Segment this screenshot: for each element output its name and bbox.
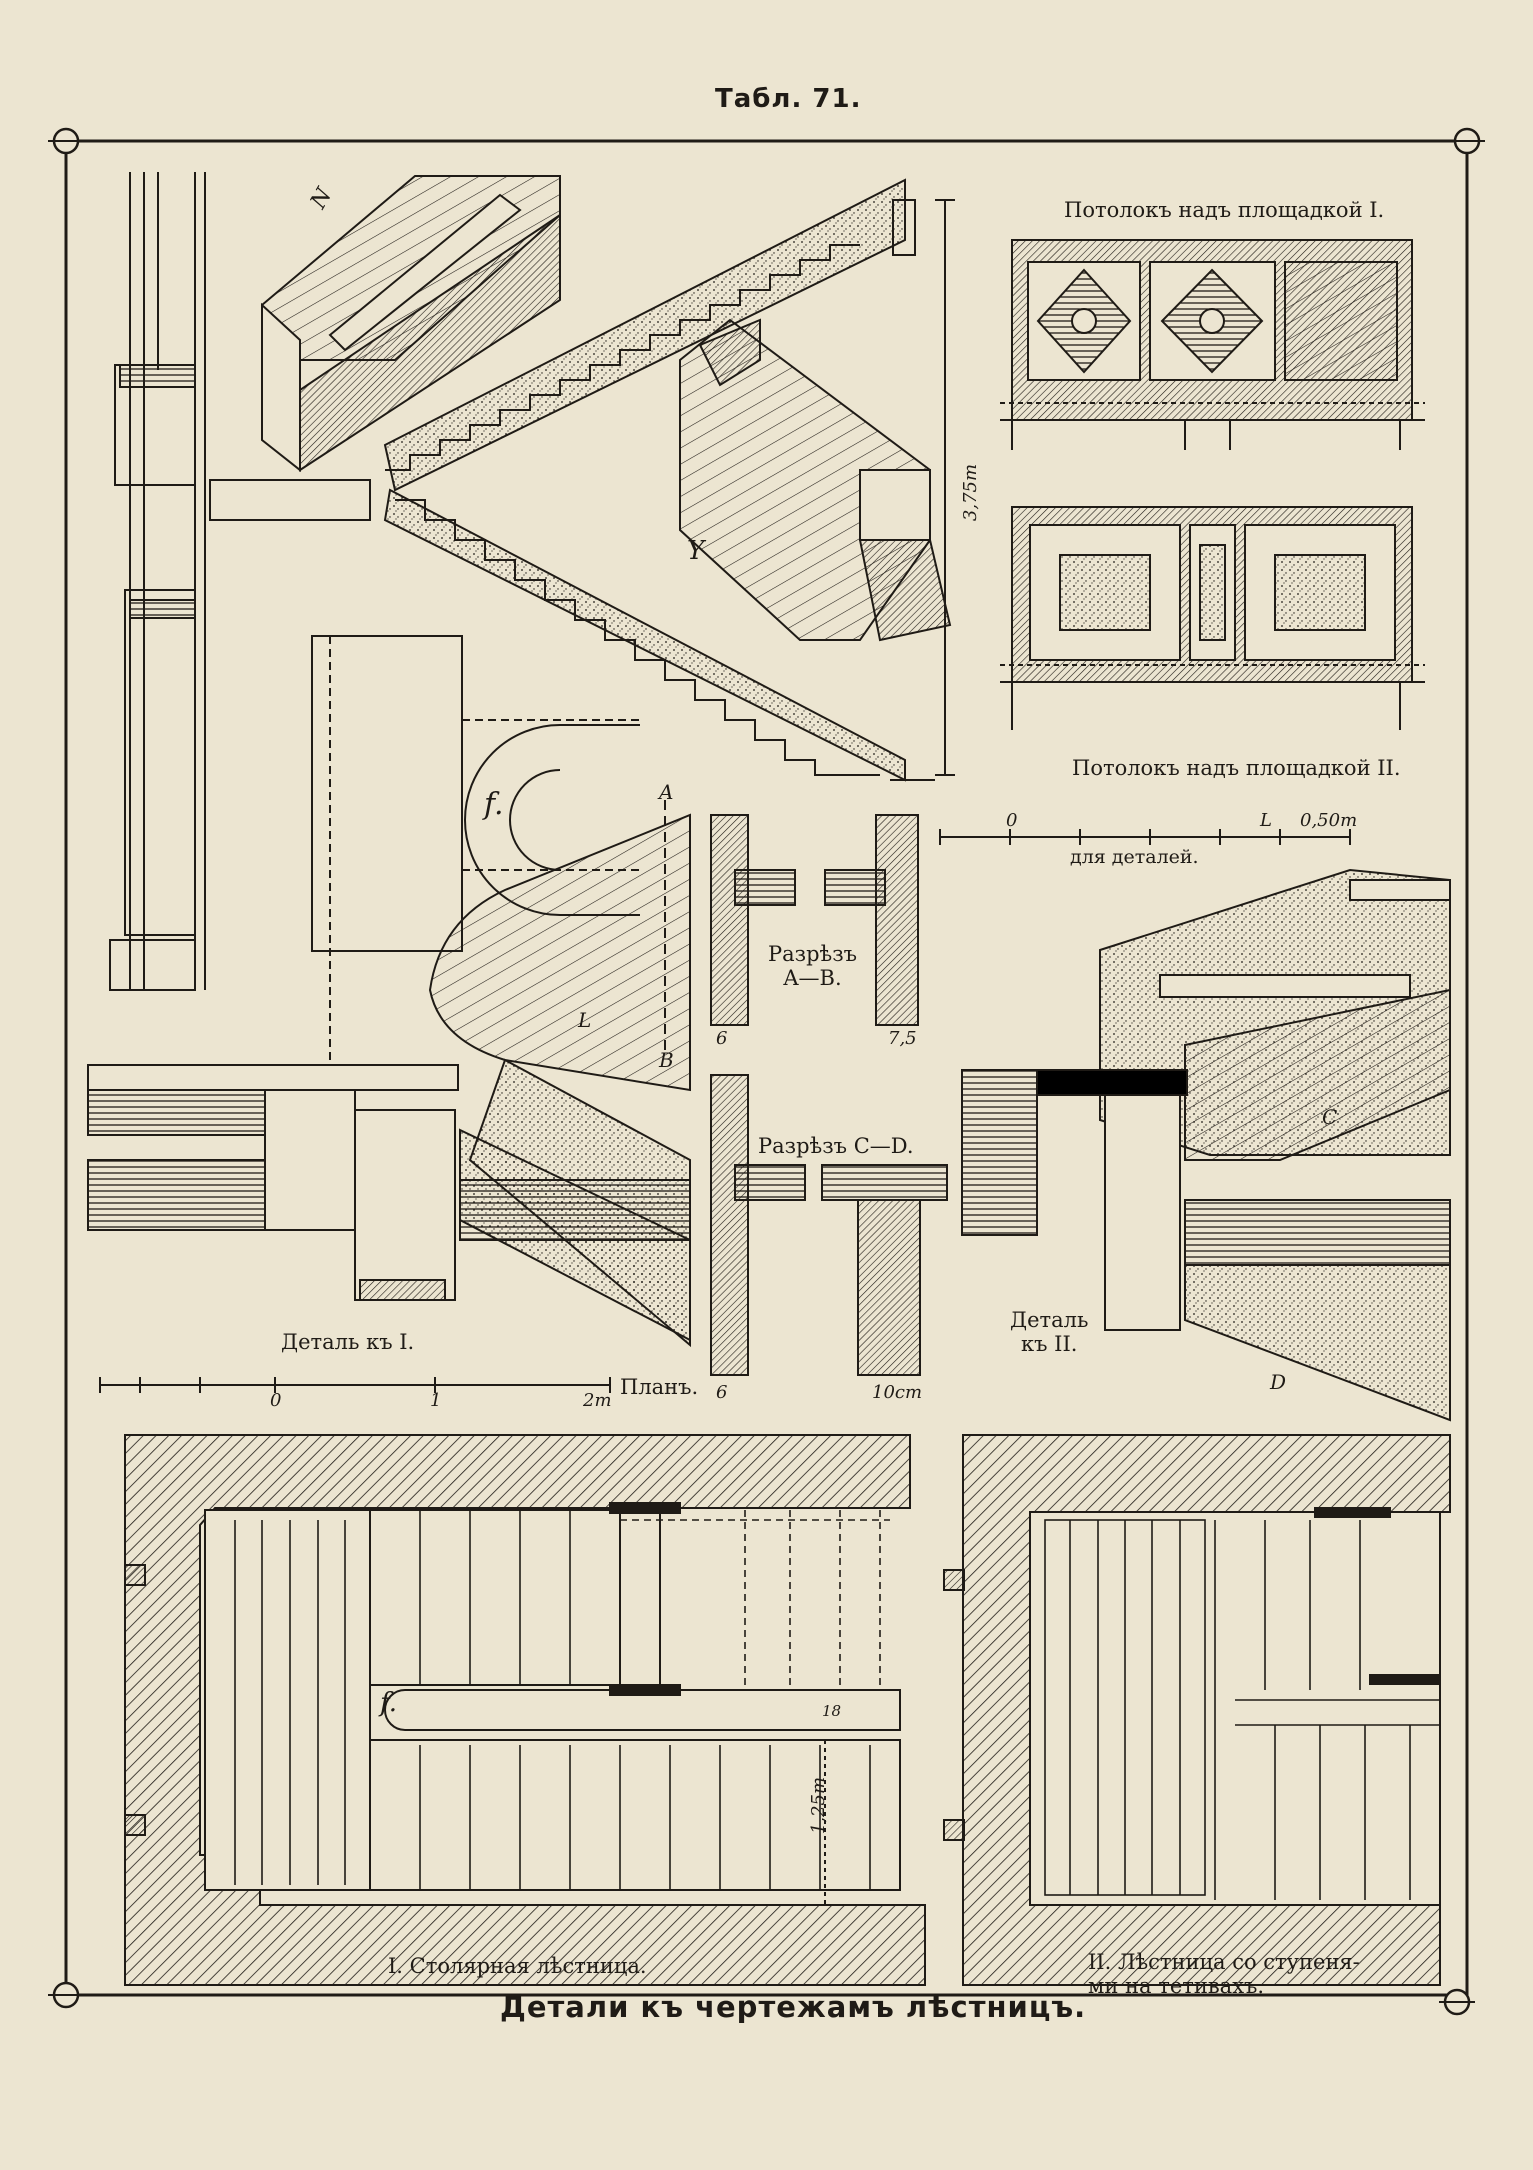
label-section-cd: Разрѣзъ C—D. <box>758 1134 914 1158</box>
mark-f-top: f. <box>484 787 504 822</box>
mark-a: A <box>659 780 674 804</box>
dim-ab-left: 6 <box>716 1028 728 1049</box>
stair-flight-upper <box>209 178 955 782</box>
detail-2 <box>961 868 1451 1422</box>
label-plan: Планъ. <box>620 1375 699 1399</box>
mark-b: B <box>659 1048 674 1072</box>
plan-scale-1: 1 <box>430 1390 442 1411</box>
label-stair-2: II. Лѣстница со ступеня- ми на тетивахъ. <box>1088 1950 1360 1998</box>
mark-c: C <box>1322 1105 1338 1129</box>
plate-border <box>48 127 1485 2016</box>
mark-d: D <box>1270 1370 1287 1394</box>
dim-cd-left: 6 <box>716 1382 728 1403</box>
label-ceiling-1: Потолокъ надъ площадкой I. <box>1064 198 1385 222</box>
dim-plan-width: 1,25m <box>808 1776 830 1835</box>
scale-plan <box>99 1377 611 1393</box>
plate-number: Табл. 71. <box>715 84 862 114</box>
plan-scale-0: 0 <box>270 1390 282 1411</box>
scale-details-end: 0,50m <box>1300 810 1358 831</box>
dim-height: 3,75m <box>960 463 982 522</box>
plate-title: Детали къ чертежамъ лѣстницъ. <box>500 1990 1087 2024</box>
isometric-detail-y <box>679 318 952 642</box>
scale-details <box>939 829 1351 845</box>
mark-y: Y <box>687 536 705 566</box>
section-cd <box>710 1074 948 1376</box>
scale-details-mid: L <box>1260 810 1272 831</box>
detail-1 <box>87 1064 691 1342</box>
label-ceiling-2: Потолокъ надъ площадкой II. <box>1072 756 1401 780</box>
mark-l: L <box>578 1008 592 1032</box>
label-detail-1: Деталь къ I. <box>281 1330 415 1354</box>
plan-scale-2: 2m <box>583 1390 612 1411</box>
mark-f-plan: f. <box>380 1688 397 1718</box>
stair-plan-2 <box>943 1434 1451 1986</box>
ceiling-panel-2 <box>1000 506 1425 730</box>
dim-ab-right: 7,5 <box>888 1028 917 1049</box>
scale-details-start: 0 <box>1006 810 1018 831</box>
isometric-detail-n <box>261 175 561 473</box>
ceiling-panel-1 <box>1000 239 1425 450</box>
label-detail-2: Деталь къ II. <box>1010 1308 1089 1356</box>
label-section-ab: Разрѣзъ A—B. <box>768 942 858 990</box>
dim-plan-rail: 18 <box>822 1702 842 1720</box>
dim-cd-right: 10cm <box>872 1382 923 1403</box>
label-stair-1: I. Столярная лѣстница. <box>388 1954 647 1978</box>
label-scale-details: для деталей. <box>1070 846 1199 868</box>
stair-plan-1 <box>124 1434 926 1986</box>
section-ab <box>710 814 919 1026</box>
wall-elevation <box>109 172 206 991</box>
